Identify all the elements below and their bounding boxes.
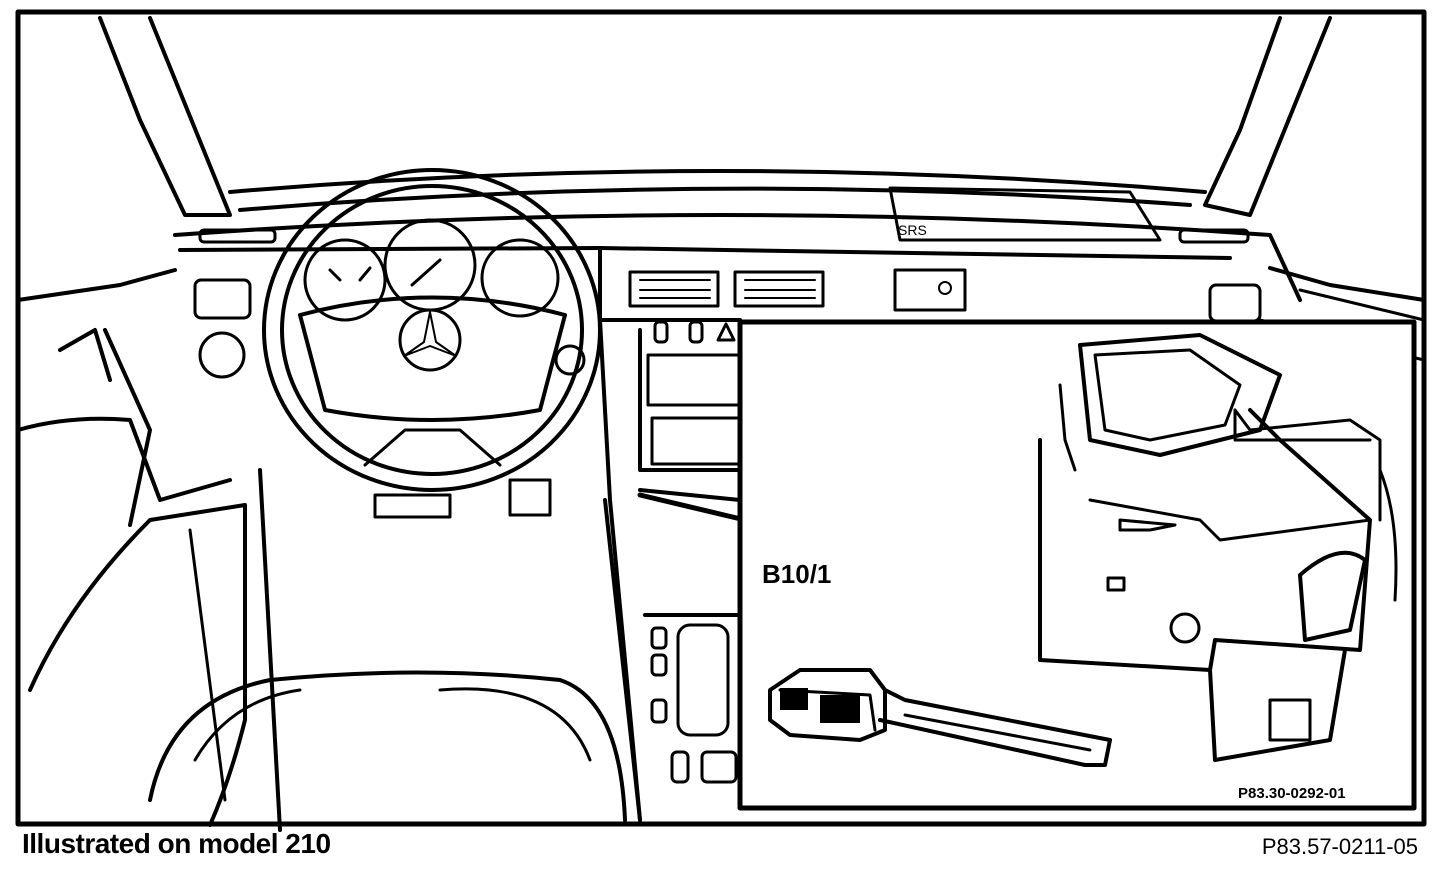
diagram-frame: [15, 9, 1427, 827]
steering-wheel: [262, 168, 602, 492]
callout-label: B10/1: [762, 559, 831, 589]
driver-door: [16, 328, 247, 827]
center-console: [598, 318, 747, 822]
floor-pedals: [258, 468, 642, 832]
inset-code: P83.30-0292-01: [1238, 785, 1346, 802]
figure-code: P83.57-0211-05: [1261, 834, 1418, 859]
temperature-sensor-b10-1: [768, 668, 1112, 767]
inset-detail: [737, 319, 1417, 811]
mercedes-star-icon: [398, 308, 462, 372]
airbag-label: SRS: [898, 222, 927, 238]
driver-seat: [148, 670, 627, 822]
figure-caption: Illustrated on model 210: [22, 828, 331, 859]
